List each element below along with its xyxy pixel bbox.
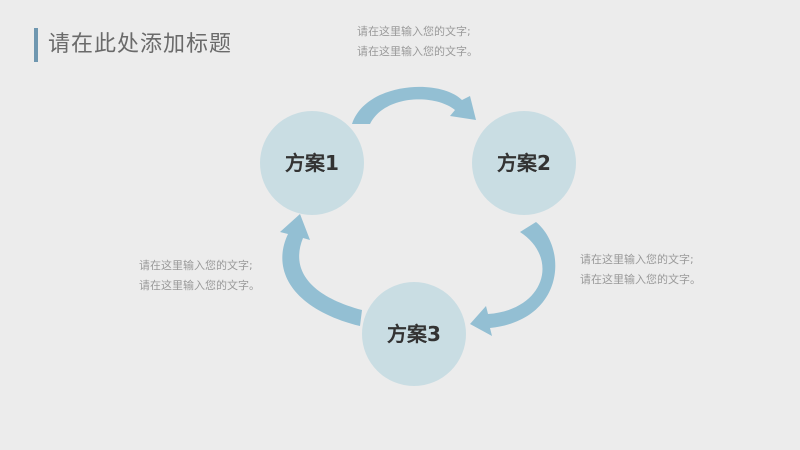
- note-right: 请在这里输入您的文字; 请在这里输入您的文字。: [580, 250, 701, 290]
- arrow-2-to-3: [470, 222, 556, 336]
- node-label-1: 方案1: [285, 151, 339, 175]
- node-circle-2: [472, 111, 576, 215]
- node-label-3: 方案3: [387, 322, 441, 346]
- title-accent-bar: [34, 28, 38, 62]
- arrow-1-to-2: [352, 86, 476, 124]
- page-title: 请在此处添加标题: [48, 32, 233, 57]
- node-circle-3: [362, 282, 466, 386]
- note-top-line-2: 请在这里输入您的文字。: [357, 45, 478, 58]
- node-circle-1: [260, 111, 364, 215]
- note-left-line-2: 请在这里输入您的文字。: [139, 279, 260, 292]
- note-left-line-1: 请在这里输入您的文字;: [139, 259, 253, 272]
- node-label-2: 方案2: [497, 151, 551, 175]
- note-top: 请在这里输入您的文字; 请在这里输入您的文字。: [357, 22, 478, 62]
- note-left: 请在这里输入您的文字; 请在这里输入您的文字。: [139, 256, 260, 296]
- note-right-line-2: 请在这里输入您的文字。: [580, 273, 701, 286]
- note-right-line-1: 请在这里输入您的文字;: [580, 253, 694, 266]
- note-top-line-1: 请在这里输入您的文字;: [357, 25, 471, 38]
- arrow-3-to-1: [280, 214, 362, 326]
